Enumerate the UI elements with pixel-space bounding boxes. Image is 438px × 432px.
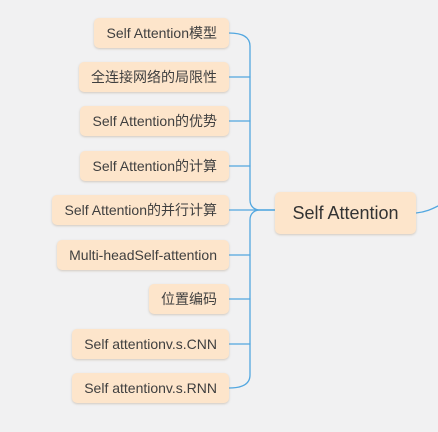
branch-node-multi-head[interactable]: Multi-headSelf-attention [57, 240, 229, 270]
branch-node-vs-cnn[interactable]: Self attentionv.s.CNN [72, 329, 229, 359]
branch-node-vs-rnn[interactable]: Self attentionv.s.RNN [72, 373, 229, 403]
branch-node-self-attention-advantages[interactable]: Self Attention的优势 [80, 106, 229, 136]
branch-node-fc-limitations[interactable]: 全连接网络的局限性 [79, 62, 229, 92]
branch-node-self-attention-model[interactable]: Self Attention模型 [94, 18, 229, 48]
branch-node-positional-encoding[interactable]: 位置编码 [149, 284, 229, 314]
central-topic-node[interactable]: Self Attention [275, 192, 416, 234]
branch-connector-9 [228, 209, 276, 389]
branch-connector-1 [228, 32, 276, 211]
branch-node-self-attention-computation[interactable]: Self Attention的计算 [80, 151, 229, 181]
parent-connector [415, 205, 438, 214]
branch-node-parallel-computation[interactable]: Self Attention的并行计算 [52, 195, 229, 225]
